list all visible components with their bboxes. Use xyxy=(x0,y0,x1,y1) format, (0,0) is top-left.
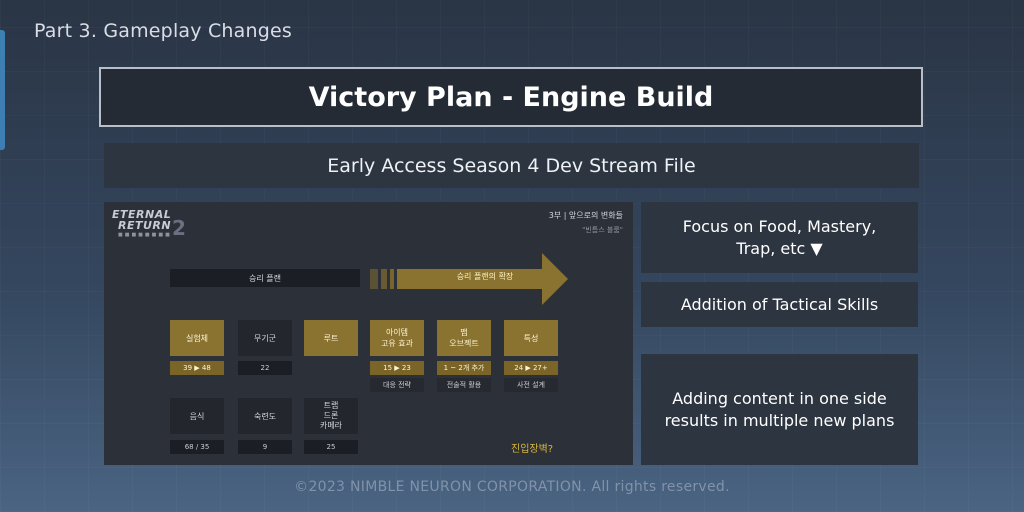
grid-cell-traits: 특성 xyxy=(504,320,558,356)
grid-cell-item-effects: 아이템 고유 효과 xyxy=(370,320,424,356)
slide-header-sub: "빈틈스 블룸" xyxy=(582,226,623,234)
grid-value-map-objects: 1 ~ 2개 추가 xyxy=(437,361,491,375)
logo-number: 2 xyxy=(172,216,186,240)
grid-cell-weapons: 무기군 xyxy=(238,320,292,356)
grid-value-food: 68 / 35 xyxy=(170,440,224,454)
logo-text-bottom: RETURN xyxy=(118,219,172,232)
embedded-slide: ETERNAL RETURN ■■■■■■■■ 2 3부 | 앞으로의 변화들 … xyxy=(104,202,633,465)
side-panel-new-plans: Adding content in one side results in mu… xyxy=(641,354,918,465)
grid-note-traits: 사전 설계 xyxy=(504,378,558,392)
victory-plan-bar: 승리 플랜 xyxy=(170,269,360,287)
side-panel-focus: Focus on Food, Mastery, Trap, etc ▼ xyxy=(641,202,918,273)
grid-cell-mastery: 숙련도 xyxy=(238,398,292,434)
expansion-arrow: 승리 플랜의 확장 xyxy=(370,253,570,309)
expansion-label: 승리 플랜의 확장 xyxy=(456,272,514,281)
grid-cell-subjects: 실험체 xyxy=(170,320,224,356)
copyright-footer: ©2023 NIMBLE NEURON CORPORATION. All rig… xyxy=(294,479,730,495)
entry-barrier-question: 진입장벽? xyxy=(511,444,554,455)
game-logo: ETERNAL RETURN ■■■■■■■■ 2 xyxy=(112,208,186,240)
grid-value-subjects: 39 ▶ 48 xyxy=(170,361,224,375)
side-panel-tactical-skills: Addition of Tactical Skills xyxy=(641,282,918,327)
grid-value-item-effects: 15 ▶ 23 xyxy=(370,361,424,375)
logo-dots: ■■■■■■■■ xyxy=(118,232,172,238)
slide-header: 3부 | 앞으로의 변화들 "빈틈스 블룸" xyxy=(549,210,623,235)
grid-value-trap-drone-camera: 25 xyxy=(304,440,358,454)
subtitle-bar: Early Access Season 4 Dev Stream File xyxy=(104,143,919,188)
grid-cell-trap-drone-camera: 트랩 드론 카메라 xyxy=(304,398,358,434)
grid-cell-map-objects: 맵 오브젝트 xyxy=(437,320,491,356)
edge-accent xyxy=(0,30,5,150)
grid-cell-route: 루트 xyxy=(304,320,358,356)
logo-text-top: ETERNAL xyxy=(112,208,172,221)
expansion-arrow-icon xyxy=(370,253,568,305)
grid-value-mastery: 9 xyxy=(238,440,292,454)
section-label: Part 3. Gameplay Changes xyxy=(34,20,292,42)
slide-header-main: 3부 | 앞으로의 변화들 xyxy=(548,211,623,220)
grid-value-traits: 24 ▶ 27+ xyxy=(504,361,558,375)
grid-note-item-effects: 대응 전략 xyxy=(370,378,424,392)
page-title: Victory Plan - Engine Build xyxy=(99,67,923,127)
grid-cell-food: 음식 xyxy=(170,398,224,434)
grid-note-map-objects: 전술적 활용 xyxy=(437,378,491,392)
grid-value-weapons: 22 xyxy=(238,361,292,375)
